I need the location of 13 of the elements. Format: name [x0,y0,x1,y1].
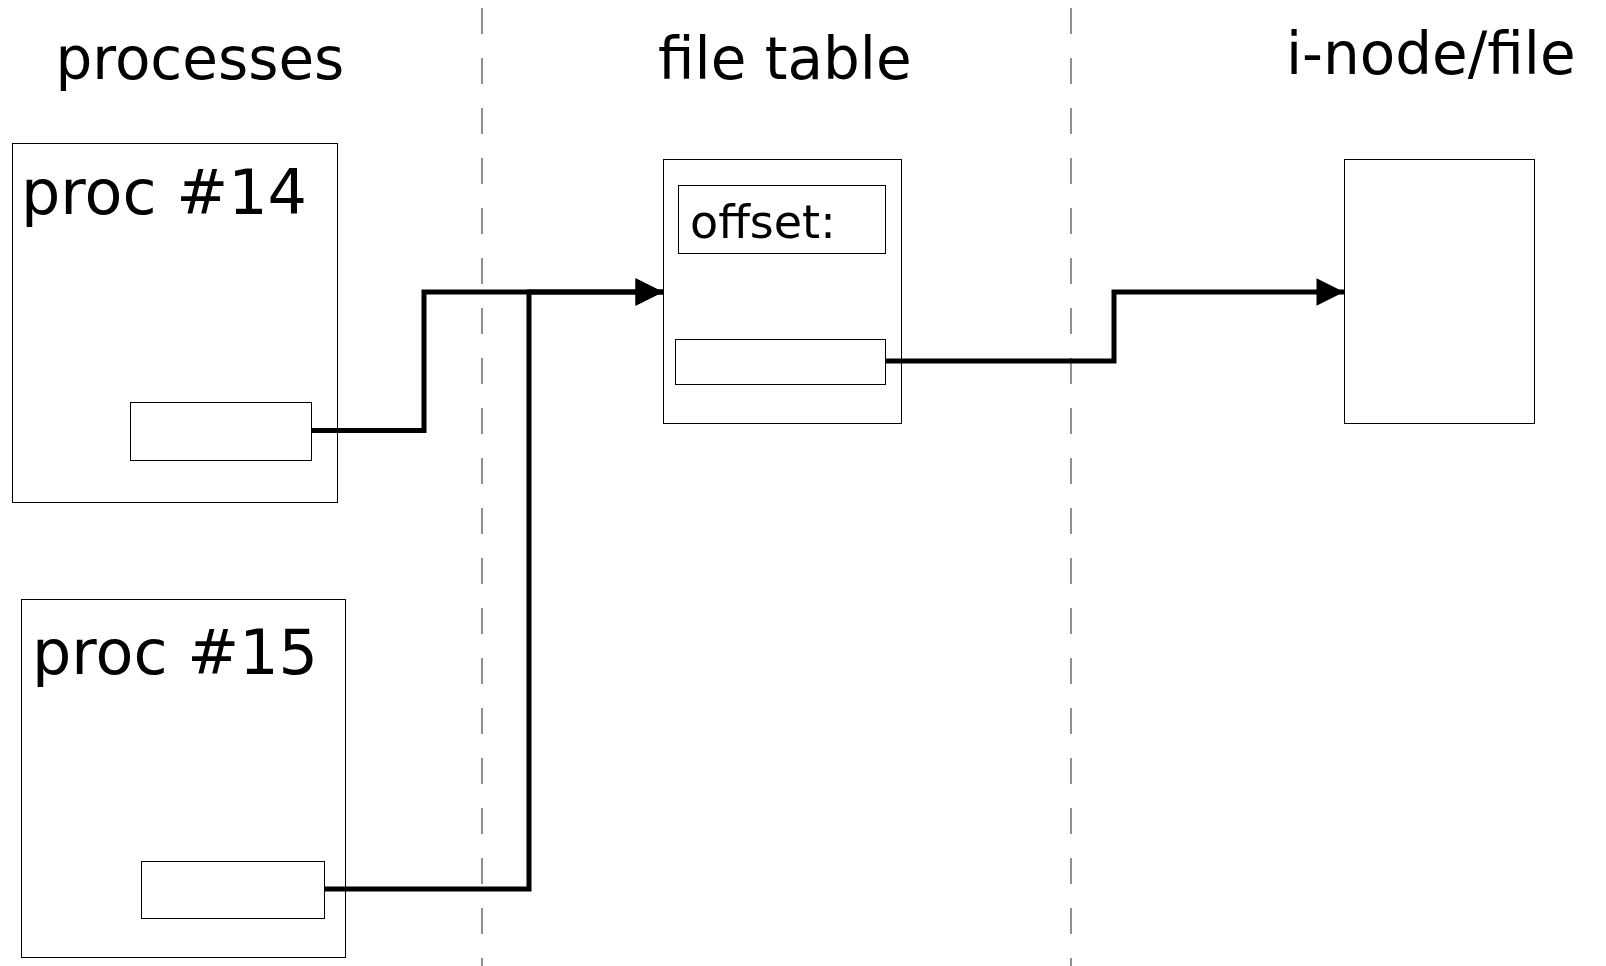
arrow [885,278,1344,364]
pointer-slot [675,339,886,385]
file-table-entry [663,159,902,424]
process-box [12,143,338,503]
process-box [21,599,346,958]
column-heading: file table [658,30,912,88]
node-label: offset: [690,199,836,245]
offset-field [678,185,886,254]
column-heading: i-node/file [1286,25,1576,83]
arrow [324,278,663,892]
descriptor-slot [130,402,312,461]
inode-box [1344,159,1535,424]
descriptor-slot [141,861,325,919]
